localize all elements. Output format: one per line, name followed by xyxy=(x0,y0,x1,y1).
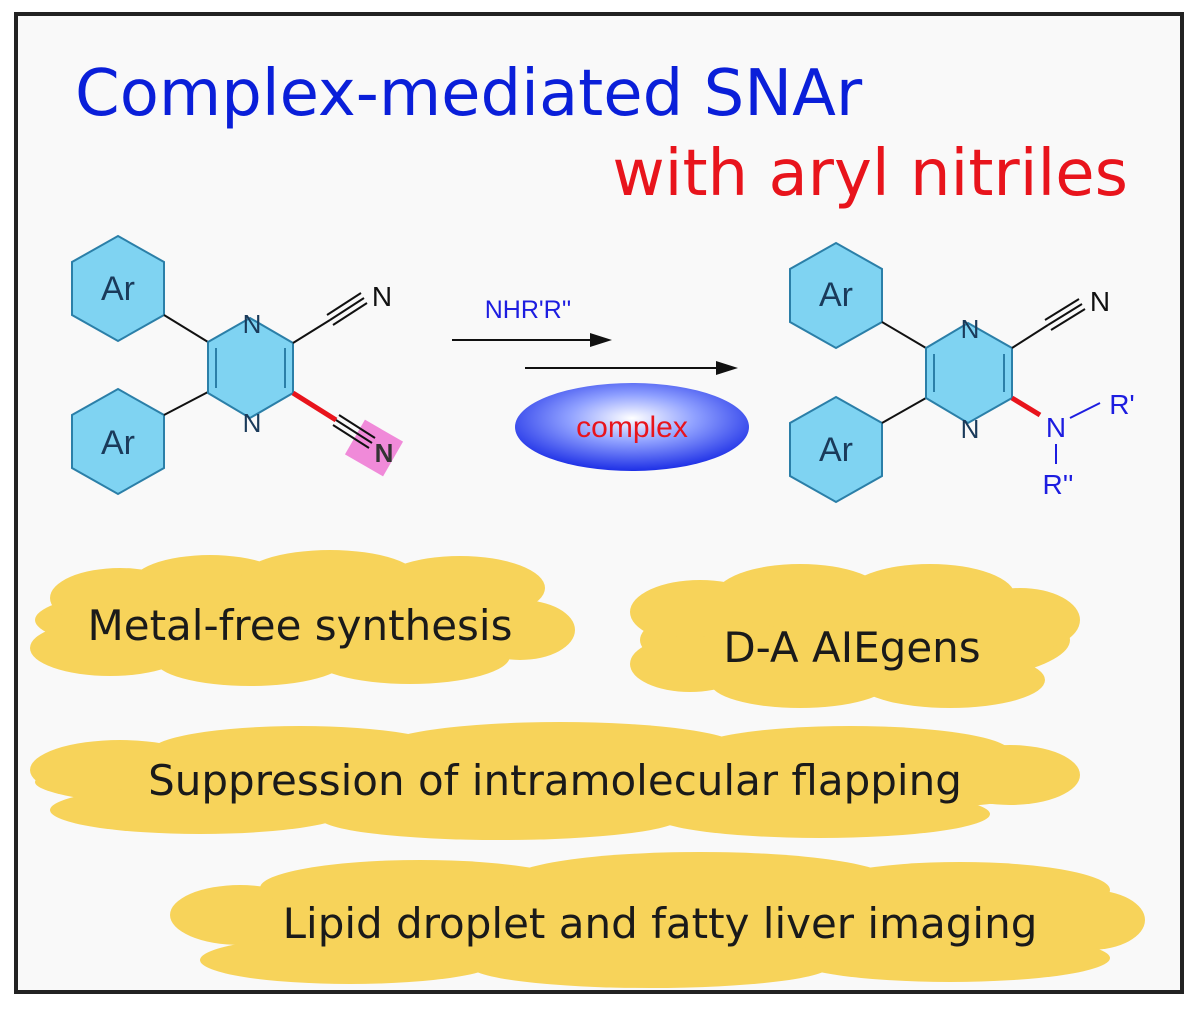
reactant-molecule: Ar Ar N N N N xyxy=(71,234,404,496)
arrow-head-1 xyxy=(590,333,612,347)
feature-cloud-4: Lipid droplet and fatty liver imaging xyxy=(170,852,1145,988)
feature-cloud-3: Suppression of intramolecular flapping xyxy=(30,722,1080,840)
title-line-2: with aryl nitriles xyxy=(612,137,1128,211)
arrow-head-2 xyxy=(716,361,738,375)
nitrile-n-leaving: N xyxy=(375,438,394,468)
product-molecule: Ar Ar N N N N R' R'' xyxy=(789,241,1135,504)
product-pyrazine-n-top: N xyxy=(961,314,980,344)
feature-da-aiegens: D-A AIEgens xyxy=(723,623,980,672)
cleaved-bond xyxy=(291,390,338,423)
amine-n: N xyxy=(1046,412,1066,443)
aryl-ring-top xyxy=(71,234,165,343)
feature-cloud-1: Metal-free synthesis xyxy=(30,550,575,686)
new-c-n-bond xyxy=(1010,395,1042,418)
nitrile-n-top: N xyxy=(372,281,392,312)
complex-ellipse xyxy=(515,383,749,471)
aryl-label-top: Ar xyxy=(101,270,135,308)
feature-suppression: Suppression of intramolecular flapping xyxy=(148,756,962,805)
pyrazine-n-top: N xyxy=(243,309,262,339)
product-aryl-ring-top xyxy=(789,241,883,350)
feature-lipid-imaging: Lipid droplet and fatty liver imaging xyxy=(283,899,1038,948)
product-aryl-label-bottom: Ar xyxy=(819,431,853,469)
title-line-1: Complex-mediated SNAr xyxy=(75,57,863,131)
product-aryl-label-top: Ar xyxy=(819,276,853,314)
product-pyrazine-n-bottom: N xyxy=(961,414,980,444)
reaction-arrows: NHR'R'' complex xyxy=(452,296,749,471)
amine-r1: R' xyxy=(1109,389,1135,420)
complex-label: complex xyxy=(576,411,688,444)
pyrazine-n-bottom: N xyxy=(243,408,262,438)
reagent-label: NHR'R'' xyxy=(485,296,572,324)
product-nitrile-n: N xyxy=(1090,286,1110,317)
feature-cloud-2: D-A AIEgens xyxy=(630,564,1080,708)
feature-metal-free: Metal-free synthesis xyxy=(88,601,513,650)
aryl-label-bottom: Ar xyxy=(101,424,135,462)
amine-r2: R'' xyxy=(1043,469,1074,500)
